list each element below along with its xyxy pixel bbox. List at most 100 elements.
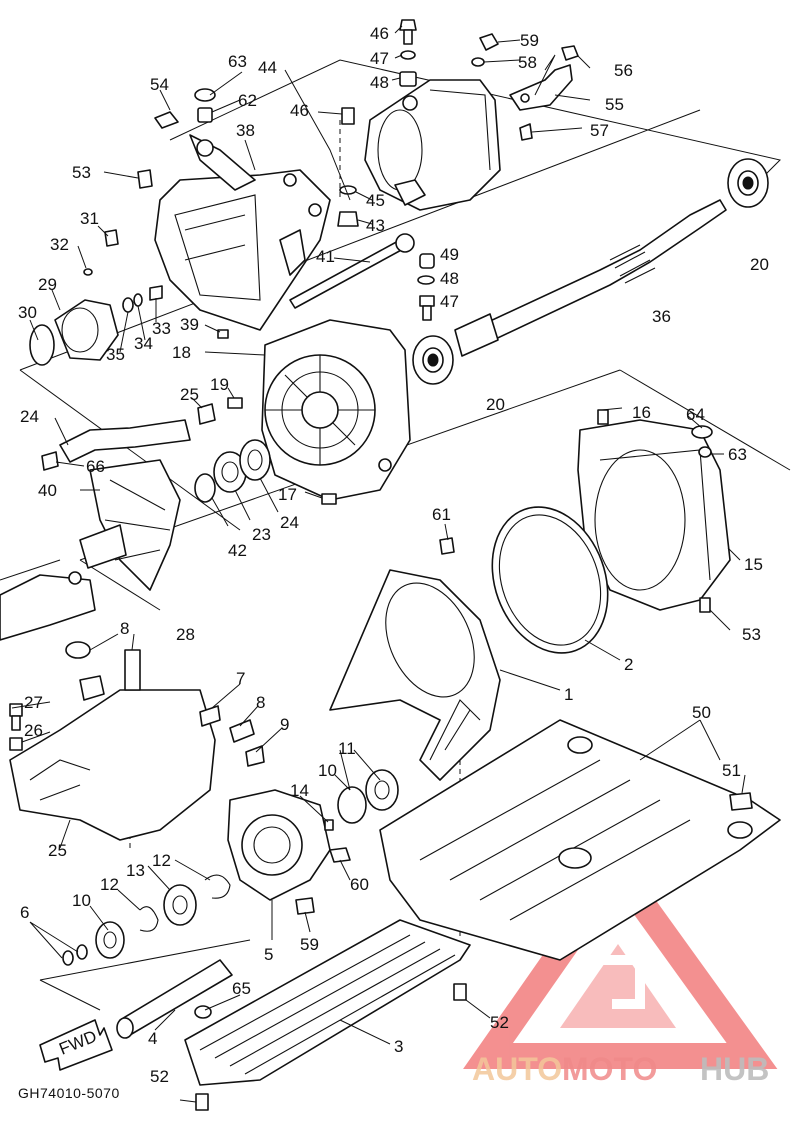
callout-36: 36 xyxy=(652,307,671,326)
drive-shaft xyxy=(454,199,727,357)
callout-49: 50 xyxy=(692,703,711,722)
callout-22: 24 xyxy=(280,513,299,532)
callout-55: 55 xyxy=(605,95,624,114)
callout-25: 25 xyxy=(48,841,67,860)
callout-30: 30 xyxy=(18,303,37,322)
callout-42: 44 xyxy=(258,58,277,77)
diagram-code: GH74010-5070 xyxy=(18,1085,120,1101)
callout-20-mid: 20 xyxy=(486,395,505,414)
o-ring xyxy=(491,506,609,654)
callout-31: 31 xyxy=(80,209,99,228)
callout-39: 40 xyxy=(38,481,57,500)
callout-32: 32 xyxy=(50,235,69,254)
callout-7: 7 xyxy=(236,669,245,688)
callout-26: 26 xyxy=(24,721,43,740)
fwd-arrow: FWD xyxy=(39,1019,113,1071)
callout-8-mid: 8 xyxy=(256,693,265,712)
ride-plate xyxy=(379,719,781,961)
callout-41: 41 xyxy=(316,247,335,266)
callout-62: 61 xyxy=(432,505,451,524)
callout-17: 17 xyxy=(278,485,297,504)
callout-2: 2 xyxy=(624,655,633,674)
callout-56: 56 xyxy=(614,61,633,80)
callout-11: 11 xyxy=(338,739,356,758)
nozzle-housing xyxy=(577,419,731,611)
callout-1: 1 xyxy=(564,685,573,704)
callout-45: 46 xyxy=(290,101,309,120)
callout-66: 66 xyxy=(86,457,105,476)
callout-46-mid: 47 xyxy=(440,292,459,311)
hull-fragment xyxy=(0,571,96,641)
pump-cover xyxy=(9,689,216,841)
callout-38: 39 xyxy=(180,315,199,334)
callout-33: 33 xyxy=(152,319,171,338)
callout-48-mid: 49 xyxy=(440,245,459,264)
nozzle-fitting xyxy=(509,64,573,111)
callout-58: 58 xyxy=(518,53,537,72)
callout-34: 34 xyxy=(134,334,153,353)
lower-bearings xyxy=(95,769,399,959)
callout-47-mid: 48 xyxy=(440,269,459,288)
callout-61: 60 xyxy=(350,875,369,894)
callout-29: 29 xyxy=(38,275,57,294)
callout-19: 19 xyxy=(210,375,229,394)
callout-18: 18 xyxy=(172,343,191,362)
callout-labels: 46 47 48 59 58 56 55 57 63 44 54 62 46 3… xyxy=(18,24,769,1101)
watermark-text: AUTO MOTO HUB xyxy=(472,1051,769,1087)
callout-6: 5 xyxy=(264,945,273,964)
steering-bracket xyxy=(364,79,501,211)
callout-8-left: 8 xyxy=(120,619,129,638)
callout-44: 45 xyxy=(366,191,385,210)
callout-40: 42 xyxy=(228,541,247,560)
watermark-auto: AUTO xyxy=(472,1051,562,1087)
callout-43: 43 xyxy=(366,216,385,235)
jet-duct xyxy=(329,569,501,781)
intake-fitting xyxy=(29,299,119,366)
callout-53-right: 53 xyxy=(742,625,761,644)
callout-48-top: 48 xyxy=(370,73,389,92)
intake-grate xyxy=(184,919,471,1086)
callout-13: 13 xyxy=(126,861,145,880)
callout-51: 52 xyxy=(150,1067,169,1086)
callout-3: 3 xyxy=(394,1037,403,1056)
callout-46-top: 46 xyxy=(370,24,389,43)
callout-47-top: 47 xyxy=(370,49,389,68)
callout-35: 35 xyxy=(106,345,125,364)
watermark-moto: MOTO xyxy=(562,1051,657,1087)
callout-12-upper: 12 xyxy=(152,851,171,870)
callout-64-right: 64 xyxy=(686,405,705,424)
callout-16: 16 xyxy=(632,403,651,422)
callout-63-right: 63 xyxy=(728,445,747,464)
callout-63-top: 62 xyxy=(238,91,257,110)
callout-20-right: 20 xyxy=(750,255,769,274)
impeller-shaft xyxy=(116,959,233,1039)
callout-27: 27 xyxy=(24,693,43,712)
callout-15: 15 xyxy=(744,555,763,574)
callout-14: 14 xyxy=(290,781,309,800)
callout-50: 51 xyxy=(722,761,741,780)
callout-54: 54 xyxy=(150,75,169,94)
impeller-housing xyxy=(261,319,411,501)
bearing-upper xyxy=(727,158,769,208)
callout-57: 57 xyxy=(590,121,609,140)
long-bolt xyxy=(289,233,415,309)
small-hardware xyxy=(9,19,753,1111)
callout-53-top: 53 xyxy=(72,163,91,182)
callout-37: 38 xyxy=(236,121,255,140)
callout-60: 59 xyxy=(300,935,319,954)
callout-12-lower: 12 xyxy=(100,875,119,894)
callout-28: 28 xyxy=(176,625,195,644)
intake-duct-housing xyxy=(154,134,331,331)
callout-23: 24 xyxy=(20,407,39,426)
callout-24: 25 xyxy=(180,385,199,404)
bearing-lower xyxy=(412,335,454,385)
callout-65: 65 xyxy=(232,979,251,998)
callout-59: 59 xyxy=(520,31,539,50)
bearing-housing xyxy=(227,789,331,901)
callout-5: 6 xyxy=(20,903,29,922)
hose xyxy=(59,419,191,463)
callout-10-mid: 10 xyxy=(318,761,337,780)
watermark-hub: HUB xyxy=(700,1051,769,1087)
callout-21: 23 xyxy=(252,525,271,544)
